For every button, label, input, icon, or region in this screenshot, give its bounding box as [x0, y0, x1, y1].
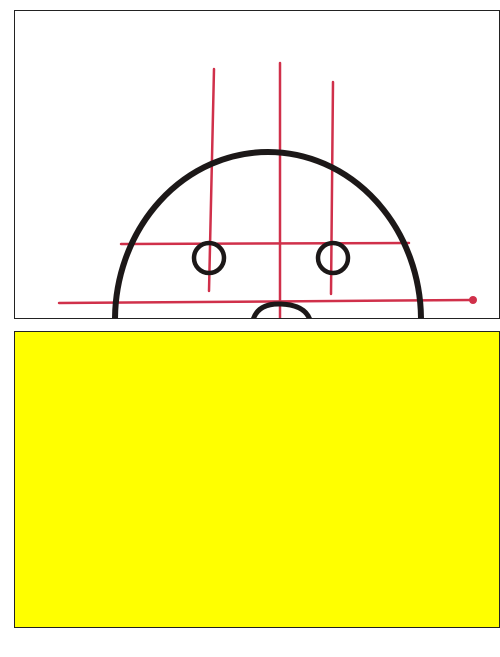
head-outline	[115, 152, 421, 319]
guide-line-right-vertical	[331, 82, 333, 294]
guide-endpoint-dot	[469, 296, 477, 304]
guide-line-eye-level	[121, 243, 409, 244]
nose-outline	[253, 304, 310, 319]
face-sketch-drawing	[15, 11, 500, 319]
right-eye	[318, 243, 348, 273]
guide-line-lower	[59, 300, 471, 303]
yellow-panel	[14, 331, 500, 628]
guide-line-left-vertical	[209, 69, 214, 291]
sketch-panel	[14, 10, 500, 319]
